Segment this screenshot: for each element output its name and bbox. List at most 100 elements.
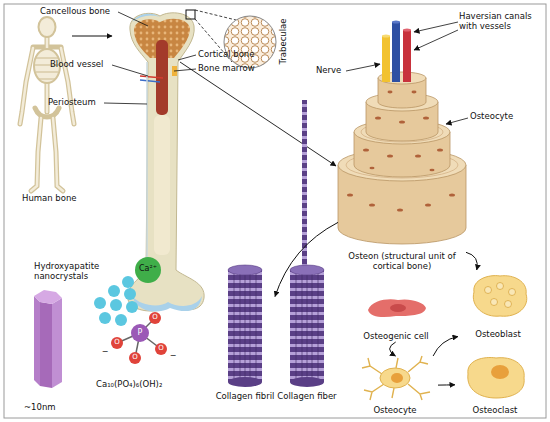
osteocyte-cell xyxy=(391,373,403,383)
collagen-fibril xyxy=(250,271,251,384)
osteocyte-cell xyxy=(362,356,430,400)
dimension-label: ~10nm xyxy=(24,403,74,413)
osteon xyxy=(388,91,393,94)
molecule xyxy=(115,314,127,326)
leader-line xyxy=(112,65,148,76)
arrow-line xyxy=(180,62,336,166)
leader-line xyxy=(178,55,196,60)
osteon xyxy=(363,148,369,151)
atom-label: P xyxy=(134,328,146,337)
atom-label: O xyxy=(155,344,167,352)
osteoclast-cell xyxy=(491,365,509,379)
osteon xyxy=(403,30,411,82)
atom-label: Ca²⁺ xyxy=(134,264,162,273)
cell-node: Osteoclast xyxy=(455,352,535,416)
collagen-fibril xyxy=(245,271,246,385)
osteon xyxy=(412,91,417,94)
part-label: Osteocyte xyxy=(470,112,530,122)
osteon xyxy=(392,21,400,24)
osteoblast-cell xyxy=(497,283,504,290)
collagen-fibril xyxy=(234,270,235,382)
collagen-node: Collagen fiber xyxy=(277,262,337,402)
femur xyxy=(128,10,205,312)
molecule xyxy=(155,343,167,355)
osteocyte-cell xyxy=(362,358,382,374)
osteon xyxy=(382,36,390,82)
osteon xyxy=(338,21,466,245)
molecule xyxy=(126,301,138,313)
collagen-fiber xyxy=(307,271,308,385)
collagen-fiber xyxy=(296,270,318,385)
osteocyte-cell xyxy=(362,356,430,400)
skeleton xyxy=(53,118,63,191)
osteogenic-cell xyxy=(368,299,426,317)
osteocyte-cell xyxy=(396,358,398,368)
connector-arrow xyxy=(275,222,338,296)
part-label: Blood vessel xyxy=(50,60,116,70)
osteocyte-cell xyxy=(364,384,384,400)
collagen-fiber xyxy=(296,270,297,382)
osteon xyxy=(347,91,455,212)
leader-arrow xyxy=(346,22,468,124)
osteoblast-cell xyxy=(505,301,512,308)
skeleton xyxy=(36,71,58,72)
molecule xyxy=(94,297,106,309)
atom-label: O xyxy=(111,338,123,346)
collagen-node: Collagen fibril xyxy=(215,262,275,402)
osteoblast-cell xyxy=(491,299,498,306)
osteon xyxy=(375,116,381,119)
osteocyte-cell xyxy=(392,388,394,398)
atom-label: O xyxy=(149,313,161,321)
part-label: Human bone xyxy=(22,194,92,204)
skeleton xyxy=(53,118,63,191)
collagen-fibril xyxy=(240,271,241,384)
osteon xyxy=(392,22,400,82)
leader-arrow xyxy=(346,64,380,71)
osteon xyxy=(437,148,443,151)
hydroxyapatite-crystal xyxy=(40,302,52,388)
part-label: Trabeculae xyxy=(279,12,290,72)
osteon xyxy=(369,203,375,206)
arrow-line xyxy=(72,36,112,37)
molecule xyxy=(131,324,149,342)
osteon xyxy=(397,208,403,211)
part-label: Cancellous bone xyxy=(40,7,122,17)
collagen-fiber xyxy=(290,265,324,387)
molecule xyxy=(129,352,141,364)
skeleton xyxy=(31,118,41,191)
osteoclast-cell xyxy=(468,358,524,398)
osteon-node: Osteon (structural unit of cortical bone… xyxy=(338,22,466,272)
femur xyxy=(140,76,163,78)
trabeculae-circle xyxy=(224,16,276,68)
molecule xyxy=(108,285,120,297)
cell-node: Osteocyte xyxy=(352,356,438,416)
connector-arrow xyxy=(438,384,455,385)
formula-label: Ca₁₀(PO₄)₆(OH)₂ xyxy=(96,380,196,390)
leader-arrow xyxy=(446,118,468,124)
leader-arrow xyxy=(414,22,458,32)
skeleton xyxy=(20,48,33,124)
cell-node: Osteoblast xyxy=(458,270,538,340)
femur xyxy=(128,13,205,311)
leader-line xyxy=(195,10,236,20)
collagen-strand xyxy=(302,100,307,272)
osteon xyxy=(425,203,431,206)
osteon xyxy=(403,29,411,32)
osteon xyxy=(347,193,353,196)
connector-arrow xyxy=(390,342,396,356)
collagen-fibril xyxy=(228,265,262,275)
collagen-fiber xyxy=(302,271,303,384)
osteogenic-cell xyxy=(390,304,406,312)
molecule xyxy=(122,276,134,288)
skeleton xyxy=(39,17,56,37)
molecule xyxy=(124,288,136,300)
osteon xyxy=(387,154,393,157)
atom-label: O xyxy=(129,353,141,361)
osteoblast-cell xyxy=(485,283,516,308)
osteocyte-cell xyxy=(408,384,430,400)
skeleton xyxy=(20,48,33,124)
charge-label: − xyxy=(100,347,110,356)
hydroxyapatite-crystal xyxy=(34,290,62,304)
osteocyte-cell xyxy=(380,368,410,388)
